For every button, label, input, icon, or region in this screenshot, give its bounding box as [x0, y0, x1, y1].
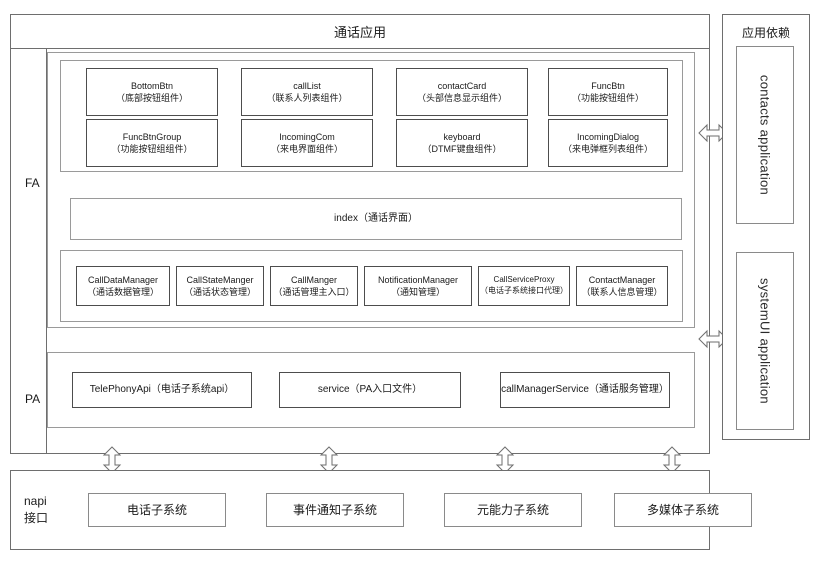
dependency-title: 应用依赖	[741, 26, 790, 40]
pa-item-telephonyapi[interactable]: TelePhonyApi（电话子系统api）	[72, 372, 252, 408]
component-name: IncomingCom	[279, 131, 335, 142]
napi-label-line2: 接口	[24, 511, 49, 526]
component-contactcard[interactable]: contactCard （头部信息显示组件）	[396, 68, 528, 116]
component-calllist[interactable]: callList （联系人列表组件）	[241, 68, 373, 116]
manager-name: CallStateManger	[186, 274, 254, 285]
subsystem-telephony[interactable]: 电话子系统	[88, 493, 226, 527]
component-keyboard[interactable]: keyboard （DTMF键盘组件）	[396, 119, 528, 167]
subsystem-label: 多媒体子系统	[646, 502, 719, 517]
subsystem-multimedia[interactable]: 多媒体子系统	[614, 493, 752, 527]
component-desc: （头部信息显示组件）	[416, 93, 507, 103]
subsystem-label: 事件通知子系统	[292, 502, 377, 517]
subsystem-label: 元能力子系统	[476, 502, 549, 517]
manager-contactmanager[interactable]: ContactManager （联系人信息管理）	[576, 266, 668, 306]
layer-divider	[46, 48, 47, 454]
pa-item-label: callManagerService（通话服务管理）	[501, 384, 669, 396]
app-title: 通话应用	[333, 25, 386, 40]
component-name: keyboard	[443, 131, 481, 142]
component-bottombtn[interactable]: BottomBtn （底部按钮组件）	[86, 68, 218, 116]
pa-layer-label: PA	[25, 392, 41, 406]
component-funcbtngroup[interactable]: FuncBtnGroup （功能按钮组组件）	[86, 119, 218, 167]
index-panel[interactable]: index（通话界面）	[70, 198, 682, 240]
manager-desc: （通知管理）	[390, 287, 445, 297]
manager-name: CallManger	[290, 274, 337, 285]
component-desc: （来电界面组件）	[270, 144, 343, 154]
component-name: callList	[293, 80, 321, 91]
component-desc: （功能按钮组件）	[571, 93, 644, 103]
manager-name: CallServiceProxy	[493, 275, 555, 285]
dependency-label: systemUI application	[757, 278, 773, 404]
dependency-contacts-application[interactable]: contacts application	[736, 46, 794, 224]
dependency-systemui-application[interactable]: systemUI application	[736, 252, 794, 430]
component-desc: （DTMF键盘组件）	[422, 144, 502, 154]
dependency-label: contacts application	[757, 74, 773, 196]
component-incomingdialog[interactable]: IncomingDialog （来电弹框列表组件）	[548, 119, 668, 167]
manager-callserviceproxy[interactable]: CallServiceProxy （电话子系统接口代理）	[478, 266, 570, 306]
subsystem-label: 电话子系统	[126, 502, 187, 517]
manager-notificationmanager[interactable]: NotificationManager （通知管理）	[364, 266, 472, 306]
component-name: contactCard	[437, 80, 487, 91]
napi-label: napi 接口	[24, 493, 48, 528]
manager-name: NotificationManager	[377, 274, 459, 285]
manager-calldatamanager[interactable]: CallDataManager （通话数据管理）	[76, 266, 170, 306]
pa-item-callmanagerservice[interactable]: callManagerService（通话服务管理）	[500, 372, 670, 408]
manager-name: CallDataManager	[87, 274, 159, 285]
component-name: FuncBtnGroup	[122, 131, 182, 142]
component-desc: （功能按钮组组件）	[111, 144, 193, 154]
component-name: IncomingDialog	[576, 131, 640, 142]
index-panel-label: index（通话界面）	[334, 213, 418, 225]
component-funcbtn[interactable]: FuncBtn （功能按钮组件）	[548, 68, 668, 116]
manager-desc: （电话子系统接口代理）	[480, 286, 568, 295]
manager-desc: （通话管理主入口）	[273, 287, 355, 297]
subsystem-ability[interactable]: 元能力子系统	[444, 493, 582, 527]
manager-callmanger[interactable]: CallManger （通话管理主入口）	[270, 266, 358, 306]
manager-name: ContactManager	[588, 274, 656, 285]
component-name: FuncBtn	[591, 80, 625, 91]
manager-desc: （通话数据管理）	[86, 287, 159, 297]
app-title-divider	[10, 48, 710, 49]
component-desc: （来电弹框列表组件）	[562, 144, 653, 154]
pa-item-service[interactable]: service（PA入口文件）	[279, 372, 461, 408]
manager-desc: （联系人信息管理）	[581, 287, 663, 297]
pa-item-label: TelePhonyApi（电话子系统api）	[89, 384, 235, 396]
manager-callstatemanger[interactable]: CallStateManger （通话状态管理）	[176, 266, 264, 306]
pa-item-label: service（PA入口文件）	[317, 384, 423, 396]
manager-desc: （通话状态管理）	[183, 287, 256, 297]
component-desc: （底部按钮组件）	[115, 93, 188, 103]
component-desc: （联系人列表组件）	[266, 93, 348, 103]
subsystem-event-notification[interactable]: 事件通知子系统	[266, 493, 404, 527]
fa-layer-label: FA	[25, 176, 40, 190]
component-name: BottomBtn	[130, 80, 173, 91]
component-incomingcom[interactable]: IncomingCom （来电界面组件）	[241, 119, 373, 167]
napi-label-line1: napi	[24, 494, 47, 508]
